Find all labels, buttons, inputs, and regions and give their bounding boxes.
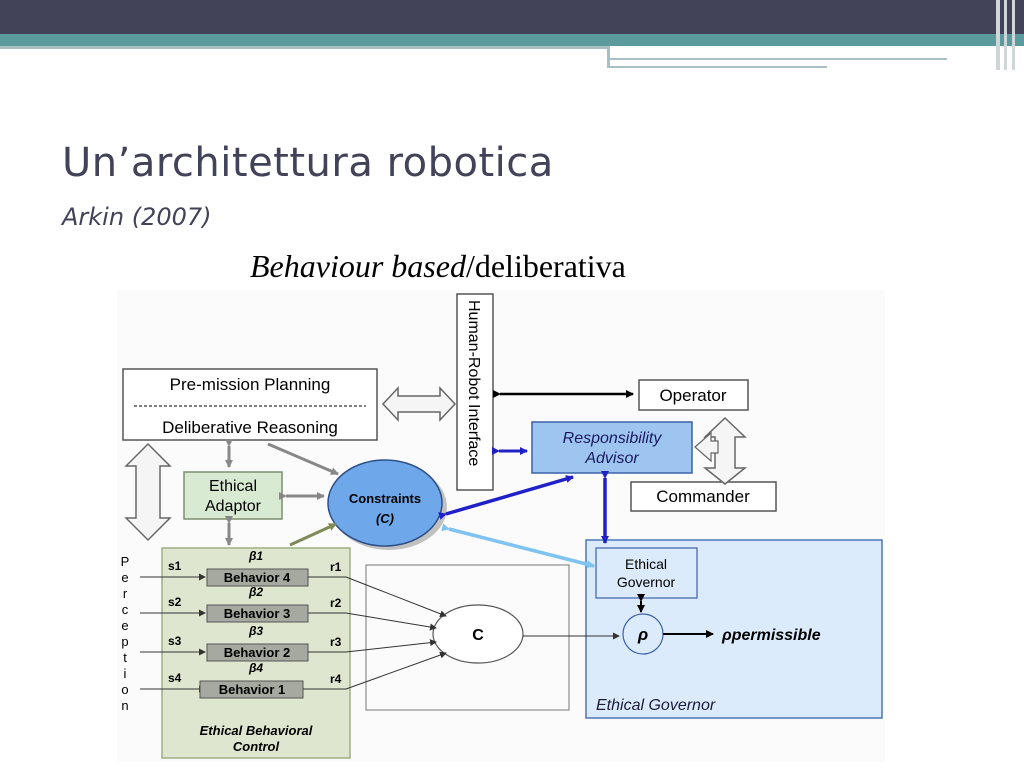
slide-title: Un’architettura robotica	[62, 140, 554, 186]
planning-constraints-arrow	[267, 442, 339, 476]
behavior-label: Behavior 1	[219, 682, 285, 697]
ethical-governor-region-label: Ethical Governor	[596, 697, 716, 714]
behavior-row: s2 β2 Behavior 3 r2	[140, 585, 437, 631]
planning-hri-block-arrow	[381, 386, 457, 422]
ethical-adaptor-line2: Adaptor	[205, 498, 262, 515]
responsibility-advisor-line1: Responsibility	[563, 430, 663, 447]
ethical-governor-box-line1: Ethical	[625, 556, 667, 572]
advisor-constraints-arrow	[438, 475, 574, 520]
perception-letter: P	[121, 554, 130, 569]
perception-letter: r	[123, 586, 128, 601]
planning-behavior-block-arrow	[124, 442, 172, 542]
stimulus-label: s1	[168, 559, 182, 573]
response-label: r4	[330, 672, 342, 686]
perception-letter: e	[121, 618, 128, 633]
responsibility-advisor-line2: Advisor	[584, 450, 639, 467]
header-band	[0, 0, 1024, 34]
pre-mission-planning-label: Pre-mission Planning	[170, 375, 331, 394]
commander-label: Commander	[656, 487, 750, 506]
header-stripe	[1012, 0, 1015, 70]
control-constraints-arrow	[289, 522, 337, 547]
slide-caption: Behaviour based/deliberativa	[250, 248, 626, 285]
constraints-symbol: (C)	[376, 511, 394, 526]
behavior-row: s1 β1 Behavior 4 r1	[140, 549, 447, 618]
operator-box	[638, 379, 749, 411]
header-rule-step	[607, 46, 610, 68]
caption-plain: /deliberativa	[465, 248, 626, 284]
stimulus-label: s4	[168, 671, 182, 685]
responsibility-advisor-box	[531, 421, 693, 474]
ebc-label-line2: Control	[233, 739, 280, 754]
gain-label: β4	[248, 661, 263, 675]
ethical-adaptor-line1: Ethical	[209, 478, 257, 495]
response-to-coordination-arrow	[345, 651, 447, 690]
response-label: r3	[330, 635, 342, 649]
gain-label: β1	[248, 549, 263, 563]
behavior-row: s3 β3 Behavior 2 r3	[140, 624, 437, 662]
perception-letter: n	[121, 698, 128, 713]
rho-permissible-label: ρpermissible	[721, 627, 821, 644]
perception-letter: e	[121, 570, 128, 585]
slide-subtitle: Arkin (2007)	[62, 203, 212, 231]
behavior-label: Behavior 2	[224, 645, 290, 660]
perception-letter: p	[121, 634, 128, 649]
caption-italic: Behaviour based	[250, 248, 466, 284]
header-stripe	[1004, 0, 1007, 70]
perception-letter: i	[124, 666, 127, 681]
human-robot-interface-label: Human-Robot Interface	[465, 300, 482, 466]
stimulus-label: s3	[168, 634, 182, 648]
planning-box	[122, 368, 378, 441]
operator-label: Operator	[659, 386, 726, 405]
behavior-label: Behavior 4	[224, 570, 291, 585]
ethical-adaptor-box	[183, 471, 283, 520]
ethical-governor-box	[595, 547, 698, 599]
ebc-label-line1: Ethical Behavioral	[200, 723, 313, 738]
gain-label: β2	[248, 585, 263, 599]
constraints-governor-arrow	[441, 523, 595, 569]
commander-box	[630, 481, 777, 512]
architecture-diagram: Ethical Governor Ethical Behavioral Cont…	[117, 290, 885, 762]
coordination-label: C	[472, 627, 484, 644]
header-rule-3	[607, 66, 827, 68]
header-rule-2	[607, 58, 947, 60]
behavior-label: Behavior 3	[224, 606, 290, 621]
response-to-coordination-arrow	[345, 576, 447, 618]
response-label: r1	[330, 560, 342, 574]
perception-letter: c	[122, 602, 129, 617]
header-accent-band	[0, 34, 1024, 46]
header-rule	[0, 46, 607, 49]
advisor-link-arrow	[694, 431, 719, 463]
perception-letter: t	[123, 650, 127, 665]
header-stripe	[996, 0, 1000, 70]
perception-label: P e r c e p t i o n	[121, 554, 130, 713]
coordination-node	[432, 604, 524, 664]
response-to-coordination-arrow	[345, 612, 437, 631]
ethical-governor-box-line2: Governor	[617, 574, 676, 590]
deliberative-reasoning-label: Deliberative Reasoning	[162, 418, 338, 437]
stimulus-label: s2	[168, 595, 182, 609]
rho-label: ρ	[637, 625, 648, 644]
response-to-coordination-arrow	[345, 639, 437, 653]
behavior-row: s4 β4 Behavior 1 r4	[140, 651, 447, 699]
response-label: r2	[330, 596, 342, 610]
constraints-label: Constraints	[349, 491, 421, 506]
gain-label: β3	[248, 624, 263, 638]
operator-commander-block-arrow	[702, 416, 748, 485]
perception-letter: o	[121, 682, 128, 697]
